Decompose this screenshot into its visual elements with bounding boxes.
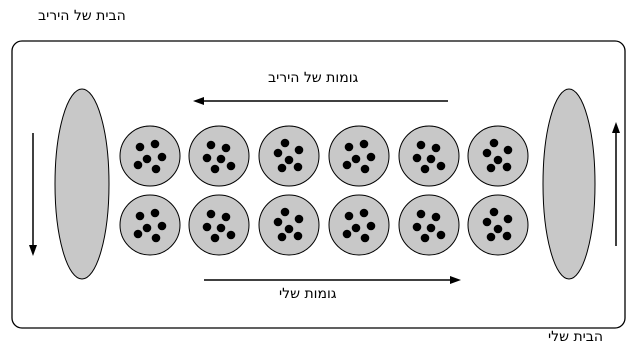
pit-2-5 <box>399 195 459 255</box>
seed <box>432 144 441 153</box>
seed <box>281 208 290 217</box>
seed <box>158 153 167 162</box>
pit-2-2 <box>189 195 249 255</box>
seed <box>361 234 370 243</box>
seed <box>352 224 361 233</box>
seed <box>203 154 212 163</box>
seed <box>345 143 354 152</box>
seed <box>361 165 370 174</box>
seed <box>360 140 369 149</box>
seed <box>152 234 161 243</box>
seed <box>367 153 376 162</box>
pit-1-2 <box>189 126 249 186</box>
my-pits-label: גומות שלי <box>279 286 337 302</box>
seed <box>285 225 294 234</box>
pit-2-6 <box>468 195 528 255</box>
pit-1-1 <box>120 126 180 186</box>
seed <box>222 144 231 153</box>
pit-2-1 <box>120 195 180 255</box>
seed <box>494 225 503 234</box>
seed <box>151 209 160 218</box>
seed <box>352 155 361 164</box>
seed <box>427 155 436 164</box>
opponent-store <box>55 89 109 279</box>
seed <box>294 163 303 172</box>
seed <box>143 155 152 164</box>
seed <box>421 234 430 243</box>
pit-2-4 <box>329 195 389 255</box>
seed <box>437 162 446 171</box>
pit-1-3 <box>259 126 319 186</box>
seed <box>211 234 220 243</box>
seed <box>417 141 426 150</box>
seed <box>278 164 287 173</box>
seed <box>487 164 496 173</box>
opponent-pits-label: גומות של היריב <box>268 70 358 86</box>
pit-1-5 <box>399 126 459 186</box>
opponent-home-label: הבית של היריב <box>38 8 126 24</box>
seed <box>367 222 376 231</box>
seed <box>503 232 512 241</box>
seed <box>427 224 436 233</box>
seed <box>503 163 512 172</box>
seed <box>143 224 152 233</box>
seed <box>437 231 446 240</box>
my-home-label: הבית שלי <box>548 329 603 345</box>
seed <box>413 223 422 232</box>
my-store <box>543 89 595 279</box>
seed <box>490 139 499 148</box>
seed <box>413 154 422 163</box>
seed <box>360 209 369 218</box>
seed <box>134 230 143 239</box>
pit-2-3 <box>259 195 319 255</box>
seed <box>483 218 492 227</box>
seed <box>211 165 220 174</box>
seed <box>136 212 145 221</box>
seed <box>417 210 426 219</box>
seed <box>207 210 216 219</box>
seed <box>487 233 496 242</box>
seed <box>421 165 430 174</box>
seed <box>136 143 145 152</box>
seed <box>281 139 290 148</box>
seed <box>285 156 294 165</box>
seed <box>207 141 216 150</box>
seed <box>152 165 161 174</box>
seed <box>217 224 226 233</box>
seed <box>343 161 352 170</box>
seed <box>151 140 160 149</box>
seed <box>504 146 513 155</box>
seed <box>483 149 492 158</box>
seed <box>295 215 304 224</box>
seed <box>227 162 236 171</box>
seed <box>295 146 304 155</box>
seed <box>504 215 513 224</box>
pit-1-4 <box>329 126 389 186</box>
seed <box>222 213 231 222</box>
seed <box>294 232 303 241</box>
seed <box>432 213 441 222</box>
pit-1-6 <box>468 126 528 186</box>
seed <box>343 230 352 239</box>
seed <box>227 231 236 240</box>
seed <box>345 212 354 221</box>
seed <box>274 218 283 227</box>
seed <box>494 156 503 165</box>
seed <box>203 223 212 232</box>
seed <box>490 208 499 217</box>
seed <box>274 149 283 158</box>
seed <box>158 222 167 231</box>
seed <box>278 233 287 242</box>
seed <box>217 155 226 164</box>
seed <box>134 161 143 170</box>
